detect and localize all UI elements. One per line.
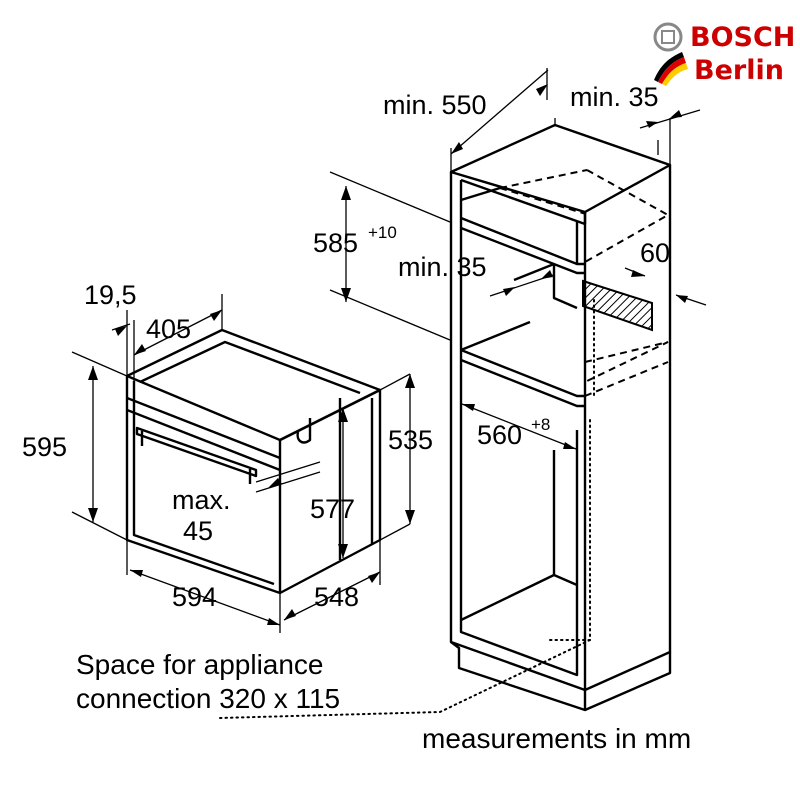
cabinet-dimensions <box>329 68 707 450</box>
rear-ventilation-opening <box>582 279 653 332</box>
niche-width-tolerance: +8 <box>531 415 550 434</box>
niche-height-tolerance: +10 <box>368 223 397 242</box>
connection-note-line2: connection 320 x 115 <box>76 683 340 714</box>
oven-width-label: 594 <box>172 582 217 612</box>
germany-flag-icon <box>654 52 688 86</box>
oven-door-handle <box>135 426 258 484</box>
niche-width-label: 560 <box>477 420 522 450</box>
oven-clearance-label-line1: max. <box>172 485 231 515</box>
oven-inner-height-label: 577 <box>310 494 355 524</box>
brand-location: Berlin <box>694 55 784 86</box>
oven-top-depth-label: 405 <box>146 314 191 344</box>
units-note: measurements in mm <box>422 723 691 754</box>
oven-body-height-label: 535 <box>388 425 433 455</box>
oven-dimensions <box>71 294 415 633</box>
oven-depth-label: 548 <box>314 582 359 612</box>
niche-height-label: 585 <box>313 228 358 258</box>
oven-height-label: 595 <box>22 432 67 462</box>
brand-name: BOSCH <box>690 22 795 53</box>
oven-clearance-label-line2: 45 <box>183 516 213 546</box>
cabinet-housing <box>219 118 672 719</box>
oven-appliance <box>125 328 382 595</box>
bosch-armature-icon <box>653 22 683 52</box>
bosch-logo: BOSCH <box>653 22 795 53</box>
cabinet-depth-label: min. 550 <box>383 90 487 120</box>
rear-opening-label: 60 <box>640 238 670 268</box>
cabinet-side-clearance-label: min. 35 <box>570 82 659 112</box>
connection-note-line1: Space for appliance <box>76 649 324 680</box>
oven-front-depth-label: 19,5 <box>84 280 137 310</box>
rear-gap-label: min. 35 <box>398 252 487 282</box>
